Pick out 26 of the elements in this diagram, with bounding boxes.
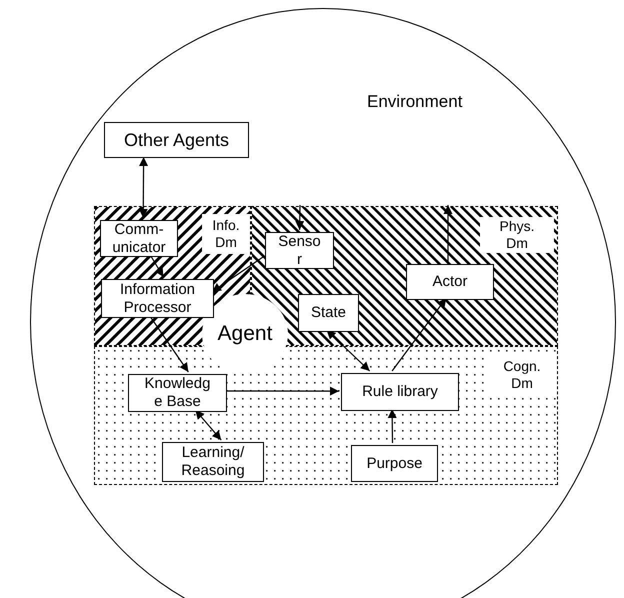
domain-label: Phys. Dm (480, 217, 554, 253)
process-box: Knowledg e Base (128, 374, 227, 412)
arrow (388, 409, 397, 443)
process-box: Learning/ Reasoing (162, 442, 264, 482)
arrow (444, 205, 452, 262)
arrow (392, 298, 447, 372)
process-box: Other Agents (104, 122, 249, 158)
arrow (212, 256, 264, 292)
arrow (149, 316, 189, 372)
process-box: Purpose (351, 445, 438, 482)
arrow (138, 157, 148, 218)
arrow (326, 330, 370, 372)
arrow (194, 410, 222, 440)
domain-label: Info. Dm (202, 214, 250, 254)
agent-label: Agent (218, 321, 272, 348)
arrow (225, 386, 339, 396)
process-box: State (298, 294, 359, 332)
dotted-region (94, 346, 558, 485)
arrow (150, 254, 164, 278)
process-box: Senso r (265, 232, 334, 269)
process-box: Rule library (341, 373, 459, 411)
environment-label: Environment (367, 91, 462, 113)
process-box: Comm- unicator (100, 220, 178, 257)
process-box: Actor (406, 264, 494, 300)
process-box: Information Processor (101, 279, 214, 318)
arrow (295, 204, 304, 230)
